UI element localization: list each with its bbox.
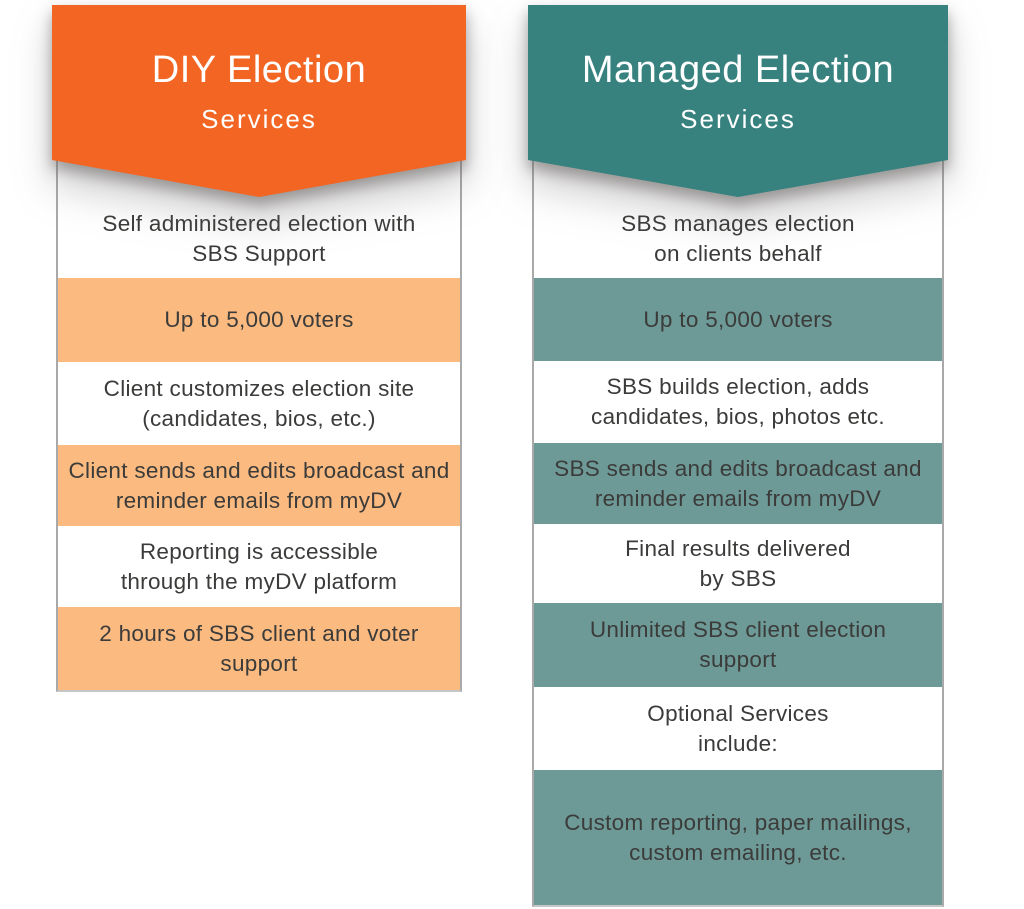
diy-feature-list: Self administered election with SBS Supp…: [56, 160, 462, 692]
diy-title: DIY Election: [151, 49, 367, 91]
managed-header-banner: Managed Election Services: [528, 5, 948, 197]
diy-row-customize-site: Client customizes election site (candida…: [103, 375, 415, 431]
managed-feature-list: SBS manages election on clients behalf U…: [532, 160, 944, 907]
managed-row-sbs-emails: SBS sends and edits broadcast and remind…: [534, 443, 942, 524]
diy-row-voter-limit: Up to 5,000 voters: [58, 278, 460, 362]
diy-row-reporting: Reporting is accessible through the myDV…: [120, 538, 398, 594]
managed-row-sbs-builds: SBS builds election, adds candidates, bi…: [591, 374, 885, 429]
managed-header-chevron: Managed Election Services: [528, 5, 948, 197]
managed-row-voter-limit: Up to 5,000 voters: [534, 278, 942, 361]
diy-row-client-emails: Client sends and edits broadcast and rem…: [58, 445, 460, 526]
managed-row-optional-services: Optional Services include:: [647, 700, 829, 756]
diy-election-column: DIY Election Services Self administered …: [52, 5, 466, 692]
managed-subtitle: Services: [680, 104, 796, 134]
diy-subtitle: Services: [201, 104, 317, 134]
managed-row-custom-options: Custom reporting, paper mailings, custom…: [534, 770, 942, 905]
managed-title: Managed Election: [581, 49, 895, 91]
diy-row-support-hours: 2 hours of SBS client and voter support: [58, 607, 460, 690]
diy-header-chevron: DIY Election Services: [52, 5, 466, 197]
managed-row-unlimited-support: Unlimited SBS client election support: [534, 603, 942, 687]
diy-header-banner: DIY Election Services: [52, 5, 466, 197]
managed-row-final-results: Final results delivered by SBS: [625, 535, 851, 591]
managed-election-column: Managed Election Services SBS manages el…: [528, 5, 948, 907]
diy-row-self-administered: Self administered election with SBS Supp…: [102, 211, 416, 266]
managed-row-sbs-manages: SBS manages election on clients behalf: [621, 211, 855, 266]
